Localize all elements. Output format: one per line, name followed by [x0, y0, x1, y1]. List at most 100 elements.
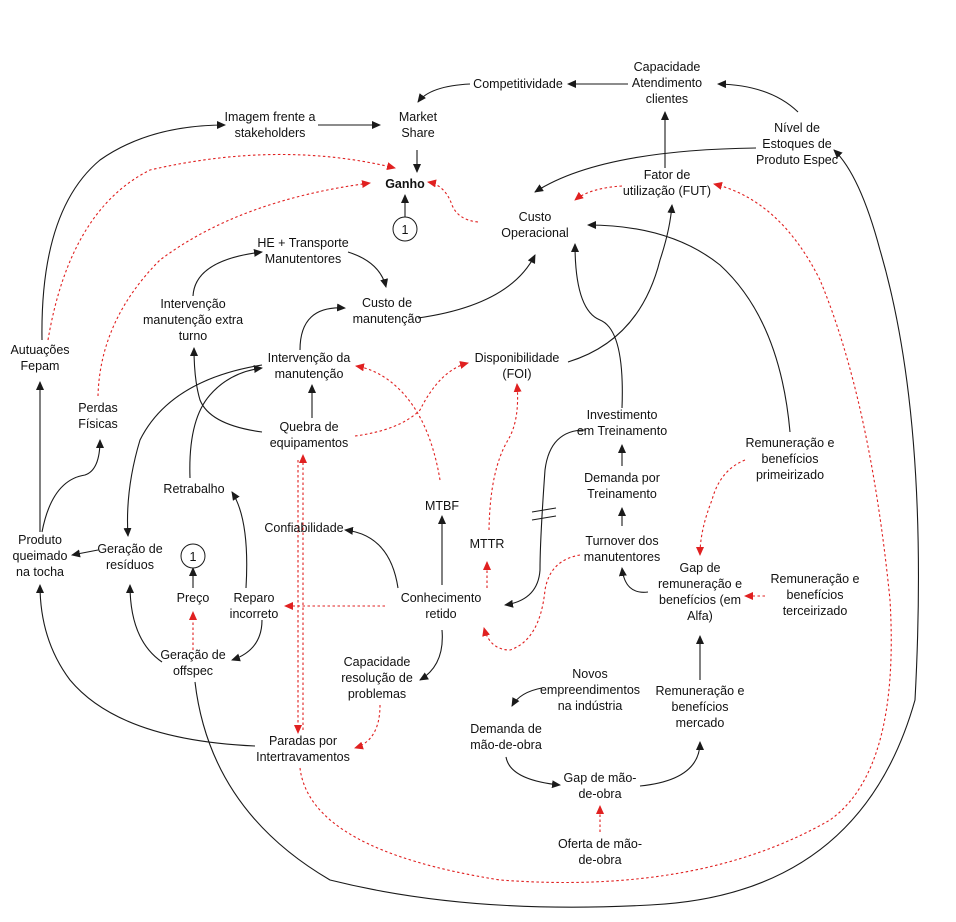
link-turnover-conhecimento [482, 554, 581, 651]
link-custo-ganho [427, 179, 479, 223]
link-paradas-produto [36, 584, 256, 747]
node-label-line: manutenção [353, 312, 422, 326]
node-label-line: HE + Transporte [257, 236, 348, 250]
link-offspec-nivelestoques [194, 149, 920, 908]
node-nivel-estoques: Nível de Estoques de Produto Espec [756, 121, 838, 167]
loop-marker-top [392, 216, 418, 242]
node-label-line: Geração de [160, 648, 225, 662]
link-intervencao-residuos [123, 364, 263, 537]
node-label-line: Treinamento [587, 487, 657, 501]
node-preco: Preço [177, 591, 210, 605]
node-label-line: de-obra [578, 853, 621, 867]
link-investimento-conhecimento [504, 429, 586, 608]
node-label-line: Intertravamentos [256, 750, 350, 764]
node-label-line: Capacidade [344, 655, 411, 669]
node-gap-mao-obra: Gap de mão-de-obra [564, 771, 637, 801]
node-label-line: mão-de-obra [470, 738, 542, 752]
node-label-line: utilização (FUT) [623, 184, 711, 198]
node-ganho: Ganho [385, 177, 425, 191]
node-label-line: Intervenção da [268, 351, 351, 365]
node-label-line: de-obra [578, 787, 621, 801]
node-label-line: Físicas [78, 417, 118, 431]
node-label-line: manutentores [584, 550, 660, 564]
link-produto-perdas [41, 439, 104, 533]
link-nivelestoques-custo [534, 147, 757, 193]
link-intervencao-extra-he [192, 248, 263, 297]
node-label-line: MTBF [425, 499, 459, 513]
node-label-line: Fator de [644, 168, 691, 182]
node-label-line: Gap de [679, 561, 720, 575]
loop-markers [180, 216, 418, 569]
node-label-line: Manutentores [265, 252, 341, 266]
link-conhecimento-capacidade-resolucao [419, 629, 443, 681]
link-conhecimento-confiabilidade [344, 526, 399, 589]
node-label-line: Produto Espec [756, 153, 838, 167]
node-label-line: Remuneração e [656, 684, 745, 698]
node-confiabilidade: Confiabilidade [264, 521, 343, 535]
node-label-line: Alfa) [687, 609, 713, 623]
node-label-line: Operacional [501, 226, 568, 240]
link-perdas-ganho [97, 180, 371, 397]
node-label-line: manutenção [275, 367, 344, 381]
node-label-line: Imagem frente a [224, 110, 315, 124]
link-remuneracao-primeirizado-gap [696, 459, 746, 556]
node-label-line: (FOI) [502, 367, 531, 381]
node-label-line: Competitividade [473, 77, 563, 91]
node-label-line: Oferta de mão- [558, 837, 642, 851]
loop-label-mid: 1 [190, 550, 197, 564]
link-custo-manutencao-custo-operacional [417, 254, 536, 319]
node-label-line: em Treinamento [577, 424, 667, 438]
link-autuacoes-ganho [47, 153, 396, 341]
link-competitividade-marketshare [417, 83, 471, 103]
links [36, 80, 920, 908]
node-label-line: Novos [572, 667, 607, 681]
node-label-line: Intervenção [160, 297, 225, 311]
node-label-line: retido [425, 607, 456, 621]
node-label-line: Perdas [78, 401, 118, 415]
node-mtbf: MTBF [425, 499, 459, 513]
node-label-line: 1 [402, 223, 409, 237]
node-label-line: Retrabalho [163, 482, 224, 496]
link-delay-mark-2 [531, 515, 557, 521]
node-label-line: benefícios [787, 588, 844, 602]
node-label-line: mercado [676, 716, 725, 730]
node-label-line: Autuações [10, 343, 69, 357]
node-disponibilidade: Disponibilidade (FOI) [475, 351, 560, 381]
node-label-line: Share [401, 126, 434, 140]
node-label-line: Demanda de [470, 722, 542, 736]
node-competitividade: Competitividade [473, 77, 563, 91]
node-oferta-mao-obra: Oferta de mão-de-obra [558, 837, 642, 867]
node-label-line: Conhecimento [401, 591, 482, 605]
link-intervencao-custo-manutencao [299, 303, 346, 351]
node-label-line: Ganho [385, 177, 425, 191]
node-label-line: Custo [519, 210, 552, 224]
node-label-line: Quebra de [279, 420, 338, 434]
node-label-line: Nível de [774, 121, 820, 135]
link-autuacoes-imagem [41, 121, 226, 341]
node-label-line: Disponibilidade [475, 351, 560, 365]
node-label-line: Estoques de [762, 137, 832, 151]
link-novos-demanda [511, 687, 543, 707]
node-label-line: Geração de [97, 542, 162, 556]
loop-label-top: 1 [402, 223, 409, 237]
node-label-line: turno [179, 329, 208, 343]
node-label-line: equipamentos [270, 436, 349, 450]
link-demanda-gap-mao [505, 756, 561, 789]
node-retrabalho: Retrabalho [163, 482, 224, 496]
node-label-line: Fepam [21, 359, 60, 373]
